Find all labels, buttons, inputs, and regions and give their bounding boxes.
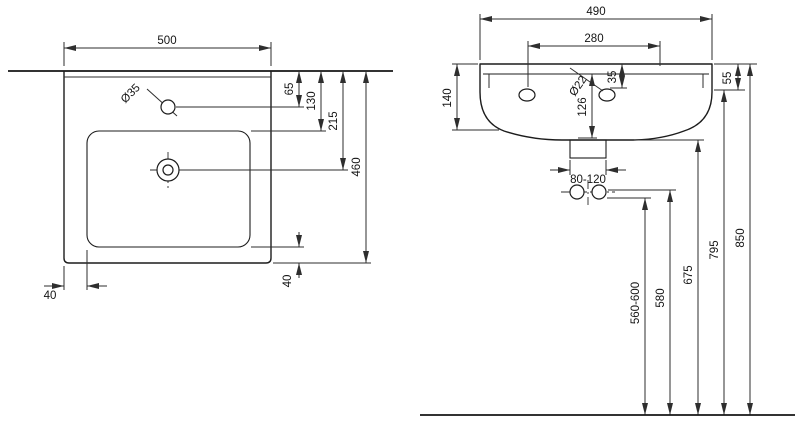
drain-group: [150, 152, 186, 188]
faucet-hole-group: Ø35: [119, 82, 178, 117]
dim-bowl-offset: 130: [251, 71, 326, 132]
overflow-diameter-callout: Ø22: [567, 67, 604, 99]
supply-valve-left: [569, 184, 585, 200]
dim-supply-height: 580: [608, 189, 676, 415]
overflow-hole: [598, 88, 616, 102]
dim-130-label: 130: [306, 91, 318, 110]
overflow-leader-line: [569, 67, 604, 92]
faucet-diameter-label: Ø35: [119, 82, 143, 106]
dim-basin-height: 140: [442, 63, 499, 131]
dim-total-depth: 460: [273, 71, 371, 264]
supply-valve-right: [591, 184, 607, 200]
dim-overall-height: 850: [714, 63, 757, 415]
dim-140-label: 140: [442, 88, 454, 107]
dim-top-width: 500: [63, 35, 272, 66]
dim-215-label: 215: [328, 111, 340, 130]
basin-outline-top: [63, 71, 272, 264]
supply-valves-group: [561, 180, 615, 205]
dim-280-label: 280: [584, 33, 603, 45]
dim-side-rim: 40: [44, 250, 107, 302]
dim-drain-from-back: 215: [181, 71, 348, 171]
drain-trap-box: [569, 139, 607, 159]
dim-drain-outlet-height: 560-600: [607, 197, 651, 415]
dim-apron-height: 795: [709, 89, 745, 415]
overflow-diameter-label: Ø22: [567, 74, 589, 99]
dim-front-rim: 40: [251, 232, 304, 287]
dim-holes-span: 280: [527, 33, 661, 87]
dim-795-label: 795: [709, 240, 721, 259]
dim-inner-depth: 126: [577, 74, 597, 139]
dim-40-left-label: 40: [44, 290, 57, 302]
basin-outline-front: [479, 63, 713, 141]
dim-front-width: 490: [479, 6, 713, 60]
dim-126-label: 126: [577, 97, 589, 116]
drain-hole-inner: [162, 164, 174, 176]
dim-35-label: 35: [607, 71, 619, 84]
dim-faucet-from-back: 65: [176, 71, 304, 108]
dim-675-label: 675: [683, 265, 695, 284]
bowl-outline: [86, 130, 251, 248]
dim-580-label: 580: [655, 288, 667, 307]
dim-55-label: 55: [722, 72, 734, 85]
dim-40-right-label: 40: [282, 275, 294, 288]
top-view: Ø35 500 65 130: [8, 35, 393, 302]
dim-hole-offset: 35: [607, 64, 627, 89]
dim-basin-bottom-height: 675: [634, 139, 704, 415]
dim-460-label: 460: [351, 157, 363, 176]
dim-850-label: 850: [735, 228, 747, 247]
faucet-hole: [160, 99, 176, 115]
dim-490-label: 490: [586, 6, 605, 18]
dim-top-width-label: 500: [157, 35, 176, 47]
dim-rim-drop: 55: [722, 64, 741, 90]
tap-hole-left: [518, 88, 536, 102]
front-view: Ø22 80-120 490: [420, 6, 795, 416]
dim-65-label: 65: [284, 83, 296, 96]
dim-560-600-label: 560-600: [630, 282, 642, 324]
